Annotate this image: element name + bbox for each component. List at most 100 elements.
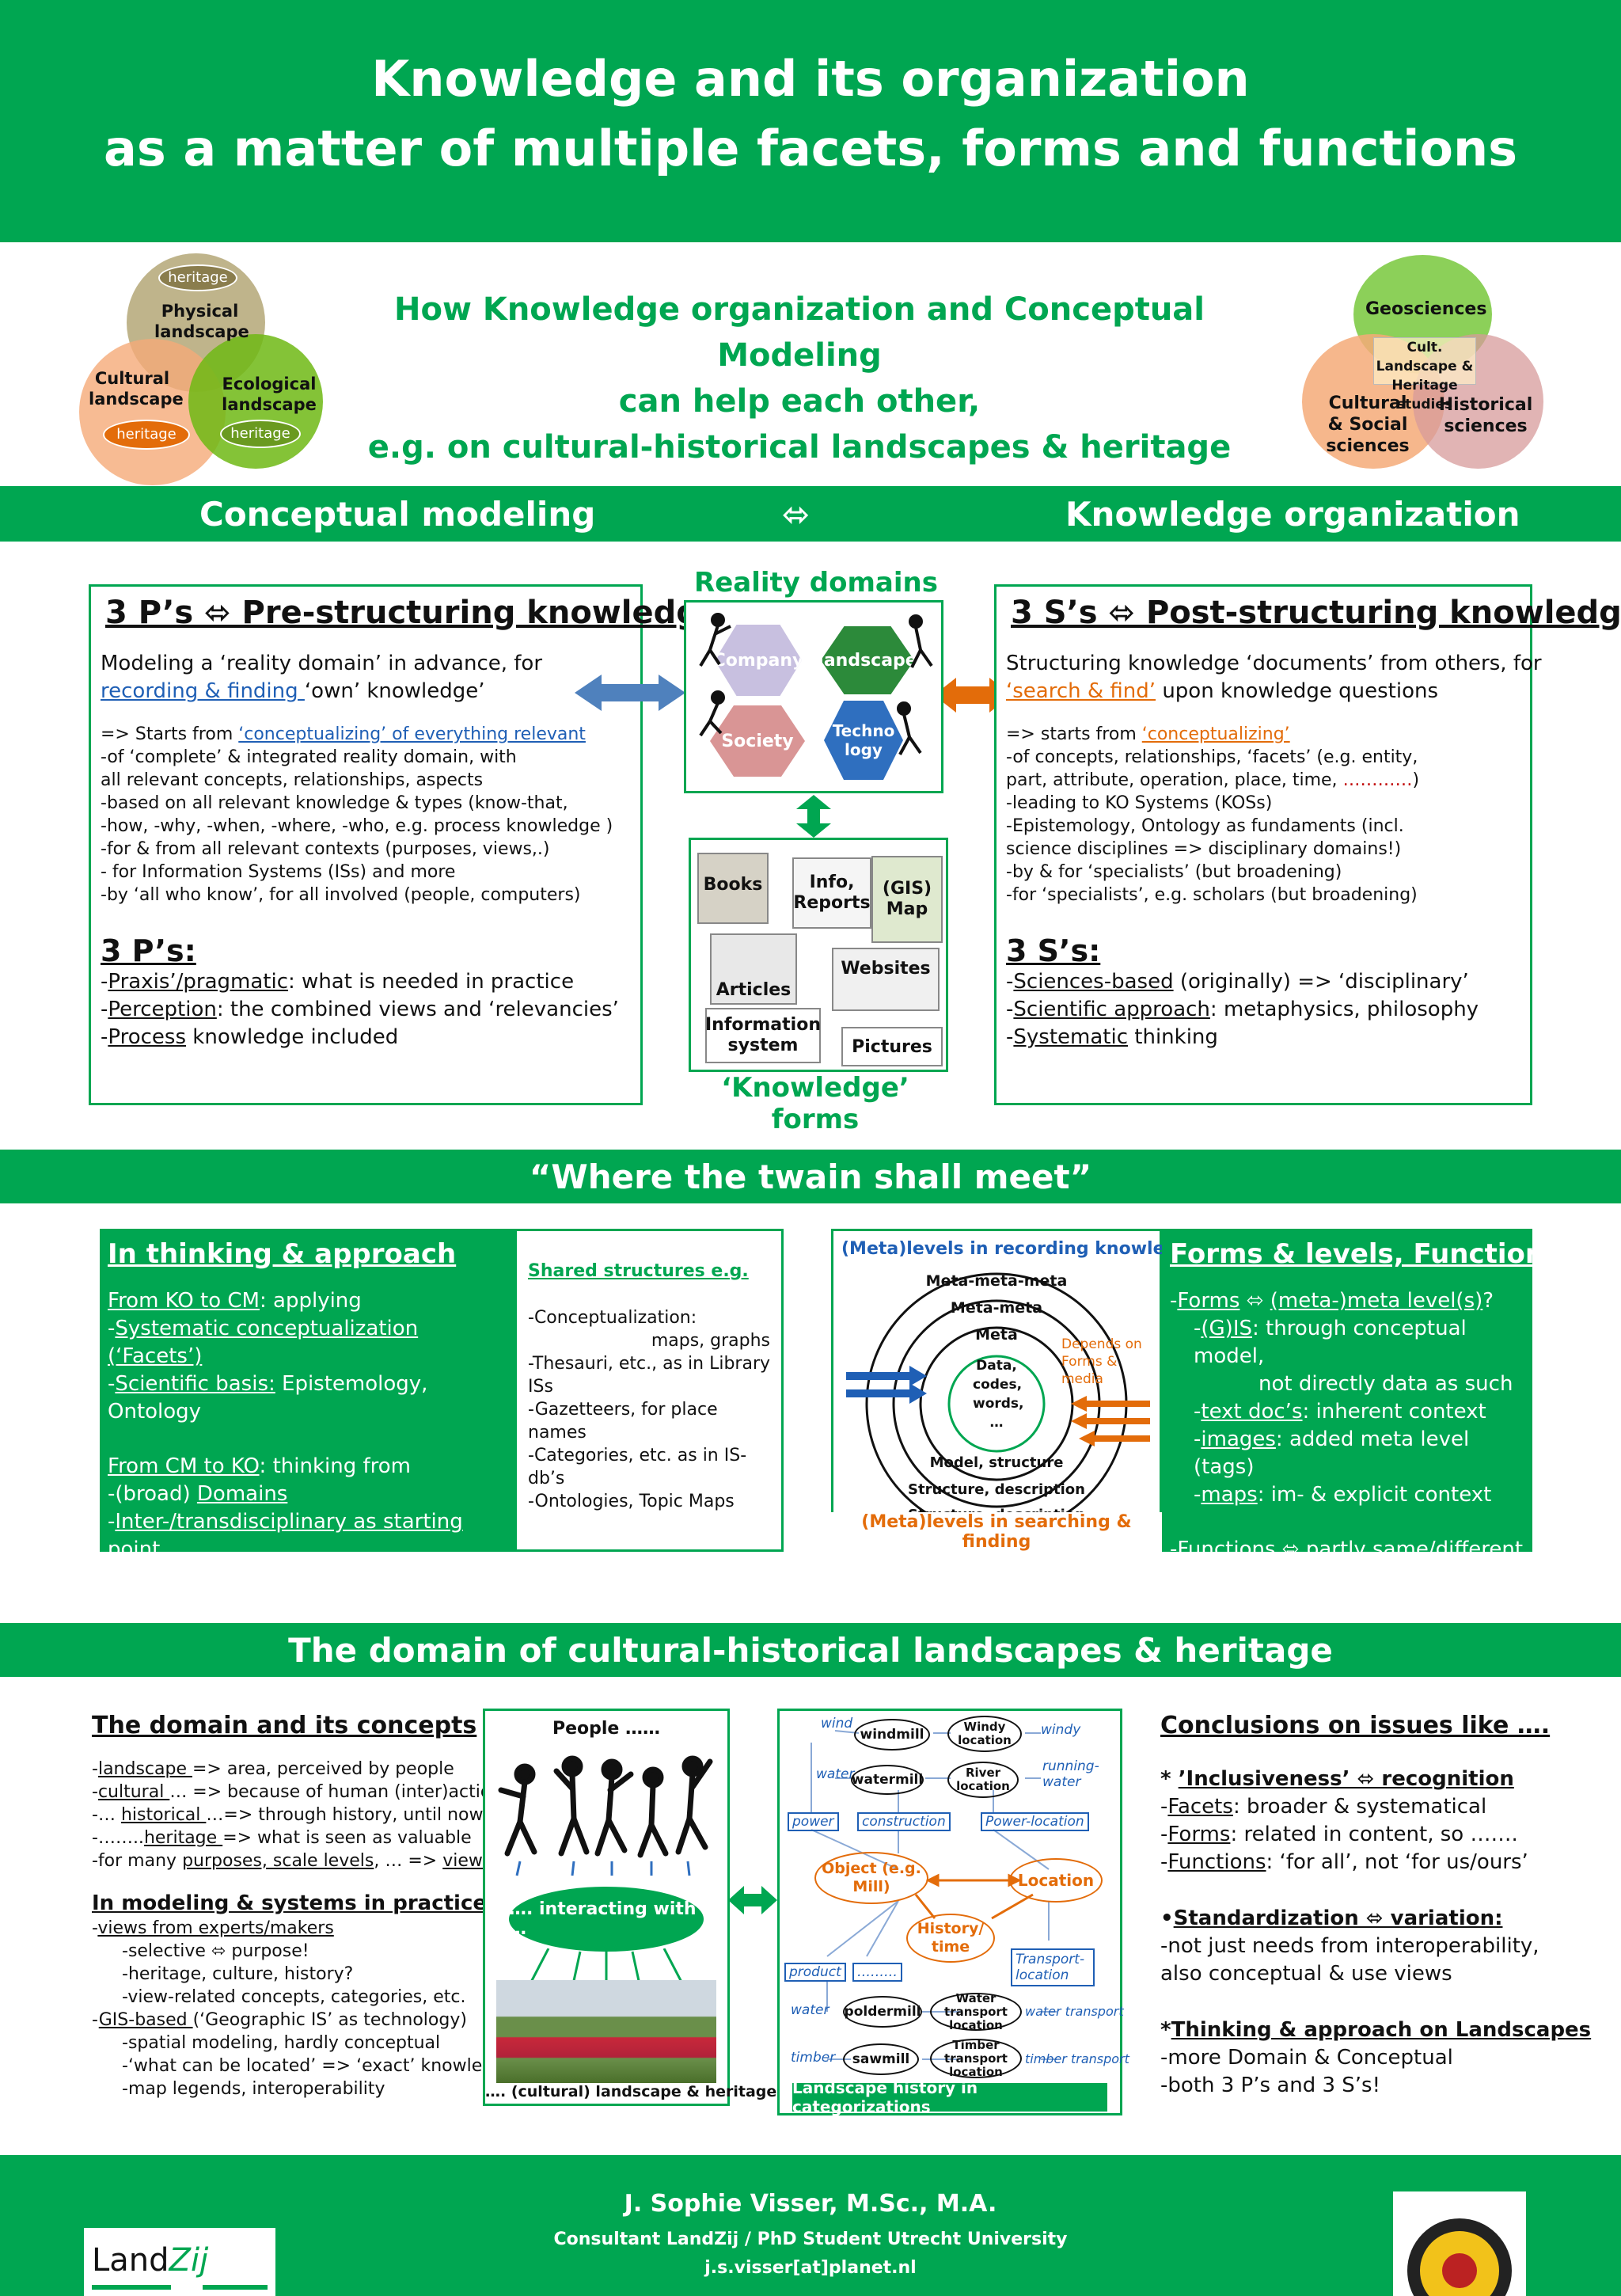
lvl-mmm: Meta-meta-meta [925, 1272, 1068, 1290]
rp-intro2b: upon knowledge questions [1156, 679, 1439, 703]
cat-construction: construction [857, 1812, 951, 1831]
lp-b7: - for Information Systems (ISs) and more [101, 862, 456, 882]
concl-c8a: * [1160, 2018, 1171, 2042]
panel-3ps-heading: 3 P’s ⬄ Pre-structuring knowledge [105, 595, 720, 631]
dm-c3b: historical [120, 1805, 207, 1825]
forms-heading: Forms & levels, Functions, [1170, 1238, 1571, 1270]
lvl-model: Model, structure [929, 1454, 1064, 1471]
lp-b2: -of ‘complete’ & integrated reality doma… [101, 747, 517, 767]
panel-3ps: 3 P’s ⬄ Pre-structuring knowledge Modeli… [89, 584, 720, 1105]
venn-geosciences: Geosciences [1365, 299, 1487, 319]
shared-box: Shared structures e.g. -Conceptualizatio… [514, 1229, 784, 1552]
concl-c3b: : related in content, so ……. [1230, 1823, 1518, 1846]
people-bottom: …. (cultural) landscape & heritage [485, 2083, 777, 2100]
band-domain: The domain of cultural-historical landsc… [0, 1623, 1621, 1677]
dm-c5c: , … => [374, 1851, 443, 1871]
levels-box: (Meta)levels in recording knowledge Meta… [831, 1229, 1202, 1552]
shared-l4: -Gazetteers, for place names [528, 1400, 718, 1443]
lp-b3: all relevant concepts, relationships, as… [101, 770, 484, 790]
cat-object: Object (e.g. Mill) [814, 1852, 928, 1904]
info-thumb: Info, Reports [792, 857, 871, 929]
fm-f5a: images [1201, 1427, 1276, 1451]
dancing-people-icon [498, 1755, 713, 1876]
venn-disciplines: Geosciences Cult. Landscape & Heritage s… [1302, 255, 1547, 477]
people-top: People …… [552, 1719, 661, 1739]
footer-email: j.s.visser[at]planet.nl [704, 2258, 917, 2278]
subtitle-line-1: How Knowledge organization and Conceptua… [393, 291, 1205, 374]
thinking-heading: In thinking & approach [108, 1238, 457, 1270]
lp-b6: -for & from all relevant contexts (purpo… [101, 839, 550, 859]
dm-c1b: => area, perceived by people [192, 1759, 454, 1779]
cat-water: water [816, 1766, 855, 1782]
levels-diagram [846, 1272, 1150, 1535]
venn-cultural: Cultural landscape [89, 369, 184, 409]
cat-tt: timber transport [1025, 2051, 1129, 2066]
band-right: Knowledge organization [1065, 494, 1520, 534]
rp-b1a: => starts from [1006, 724, 1142, 744]
right-arrow-icon [934, 678, 1012, 713]
dm-c5b: purposes, scale levels [182, 1851, 374, 1871]
cat-history: History/ time [906, 1914, 995, 1963]
shared-l5: -Categories, etc. as in IS-db’s [528, 1446, 747, 1488]
rp-b3: part, attribute, operation, place, time, [1006, 770, 1343, 790]
logo-land: Land [92, 2242, 169, 2279]
pictures-thumb: Pictures [841, 1027, 943, 1066]
gis-thumb: (GIS) Map [871, 856, 943, 943]
fm-f7a: Functions [1177, 1538, 1276, 1561]
th-l3a: -(broad) [108, 1482, 197, 1506]
concl-heading: Conclusions on issues like …. [1160, 1712, 1551, 1739]
cat-wt-loc: Water transport location [930, 1991, 1022, 2032]
cat-power: power [788, 1812, 839, 1831]
forms-title: ‘Knowledge’ forms [721, 1072, 909, 1135]
venn-heritage-top: heritage [158, 264, 237, 291]
conclusions: Conclusions on issues like …. * ’Inclusi… [1160, 1710, 1604, 2100]
lvl-m: Meta [975, 1326, 1018, 1344]
categ-box: wind windmill Windy location windy water… [777, 1709, 1129, 2116]
footer: LandZij J. Sophie Visser, M.Sc., M.A. Co… [0, 2155, 1621, 2296]
title-line-2: as a matter of multiple facets, forms an… [104, 120, 1517, 177]
th-l5: (relationships, uses & users, impacts) [128, 1565, 419, 1617]
websites-thumb: Websites [832, 948, 940, 1011]
dm-c1a: landscape [97, 1759, 192, 1779]
domain-arrow-icon [728, 1884, 777, 1916]
dm-c2b: … => because of human (inter)actions [169, 1782, 511, 1802]
rp-b8: -for ‘specialists’, e.g. scholars (but b… [1006, 885, 1418, 905]
landzij-logo: LandZij [84, 2228, 275, 2296]
cat-product: product [784, 1963, 846, 1982]
cat-footer: Landscape history in categorizations [792, 2078, 1107, 2116]
lp-sub: 3 P’s: [101, 933, 196, 968]
stick-figures-icon [699, 613, 933, 755]
dm-c4b: heritage [143, 1828, 223, 1848]
dm-m5a: GIS-based [98, 2010, 193, 2030]
fm-f2b: : through conceptual model, [1194, 1317, 1467, 1368]
panel-3ss-heading: 3 S’s ⬄ Post-structuring knowledge [1011, 595, 1621, 631]
concl-c5a: • [1160, 1906, 1174, 1930]
rp-b7: -by & for ‘specialists’ (but broadening) [1006, 862, 1342, 882]
lp-p1a: Praxis’/pragmatic [108, 970, 289, 994]
cat-windmill: windmill [854, 1719, 930, 1751]
books-thumb: Books [697, 853, 769, 924]
fm-f1b: ⬄ [1239, 1289, 1270, 1313]
rp-intro2a: ‘search & find’ [1006, 679, 1156, 703]
dm-m2: -selective ⬄ purpose! [122, 1941, 309, 1961]
dm-c2a: cultural [97, 1782, 170, 1802]
concl-c8b: Thinking & approach on Landscapes [1171, 2018, 1592, 2042]
lp-p3a: Process [108, 1025, 187, 1049]
subtitle-line-3: e.g. on cultural-historical landscapes &… [367, 429, 1232, 466]
concl-c2b: : broader & systematical [1232, 1795, 1487, 1819]
fm-f4b: : inherent context [1302, 1400, 1486, 1424]
lp-b1a: => Starts from [101, 724, 239, 744]
logo-zij: Zij [169, 2242, 209, 2279]
lvl-mm: Meta-meta [950, 1299, 1043, 1317]
dm-m6: -spatial modeling, hardly conceptual [122, 2033, 441, 2053]
rp-s1a: Sciences-based [1013, 970, 1174, 994]
band-arrow: ⬄ [782, 494, 810, 534]
concl-c4b: : ‘for all’, not ‘for us/ours’ [1266, 1850, 1528, 1874]
rp-b6: science disciplines => disciplinary doma… [1006, 839, 1402, 859]
cat-timber: timber [791, 2050, 836, 2066]
footer-role: Consultant LandZij / PhD Student Utrecht… [553, 2229, 1068, 2249]
cat-river-loc: River location [947, 1762, 1019, 1798]
venn-social: Cultural & Social sciences [1326, 393, 1410, 456]
cat-windy: windy [1041, 1722, 1081, 1738]
lvl-data: Data, codes, words, … [973, 1358, 1024, 1431]
